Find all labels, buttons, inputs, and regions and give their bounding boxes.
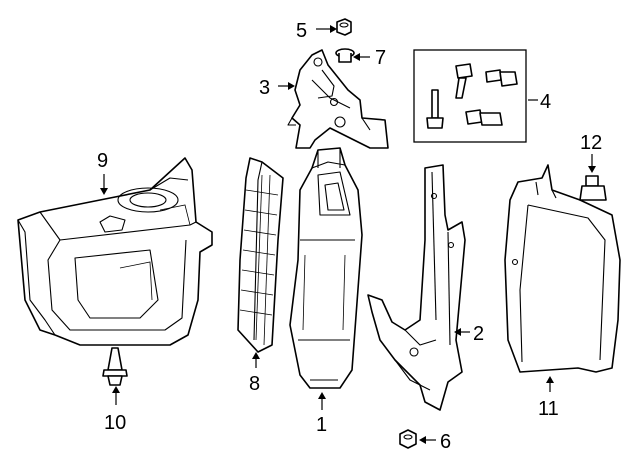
callout-6: 6 [440,431,451,453]
callout-10: 10 [104,412,126,434]
callout-4: 4 [540,91,551,113]
callout-12: 12 [580,132,602,154]
part-8-filter [237,157,284,353]
callout-8: 8 [249,373,260,395]
part-9-air-box [17,157,213,346]
callout-2: 2 [473,323,484,345]
part-11-duct [504,164,621,373]
callout-1: 1 [316,414,327,436]
callout-7: 7 [375,47,386,69]
leader-lines [100,25,596,444]
part-1-cooler [289,147,363,389]
part-4-bolt-set [413,49,527,143]
part-2-support [367,164,466,411]
callout-11: 11 [538,398,559,420]
callout-5: 5 [296,20,307,42]
part-10-push-pin [102,347,128,386]
part-6-flange-nut [399,429,417,449]
callout-labels: 5 7 3 4 9 12 8 2 1 10 11 6 [97,20,602,453]
part-12-plug [579,175,607,201]
part-7-washer-nut [335,48,355,63]
callout-3: 3 [259,77,270,99]
part-3-bracket [287,49,389,149]
callout-9: 9 [97,150,108,172]
part-5-nut [336,18,352,36]
